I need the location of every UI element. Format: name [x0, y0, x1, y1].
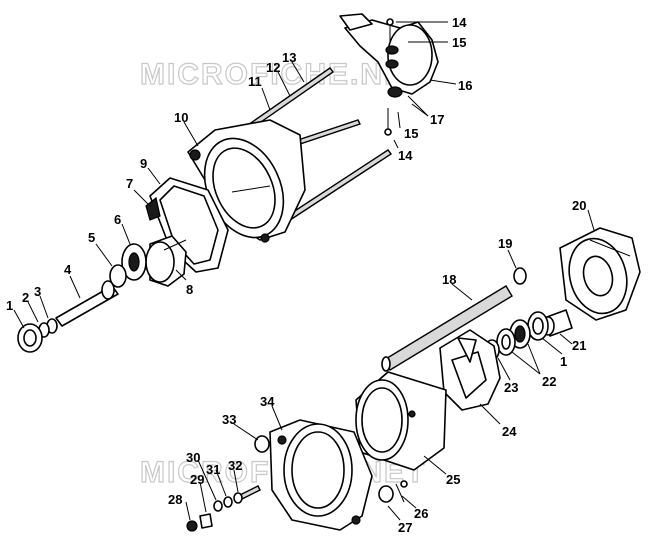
callout-1-right: 1: [560, 354, 567, 369]
part-16-nozzle-housing: [339, 13, 439, 98]
callout-5: 5: [88, 230, 95, 245]
callout-22: 22: [542, 374, 556, 389]
callout-2: 2: [22, 290, 29, 305]
callout-23: 23: [504, 380, 518, 395]
callout-19: 19: [498, 236, 512, 251]
part-20-stator: [559, 227, 641, 321]
callout-10: 10: [174, 110, 188, 125]
callout-27: 27: [398, 520, 412, 535]
callout-24: 24: [502, 424, 517, 439]
part-33-oring: [254, 435, 270, 453]
callout-13: 13: [282, 50, 296, 65]
callout-7: 7: [126, 176, 133, 191]
callout-11: 11: [248, 74, 262, 89]
callout-16: 16: [458, 78, 472, 93]
part-14-bolt-top: [386, 18, 394, 44]
callout-32: 32: [228, 458, 242, 473]
callout-33: 33: [222, 412, 236, 427]
part-4-shaft: [55, 280, 119, 327]
callout-6: 6: [114, 212, 121, 227]
callout-28: 28: [168, 492, 182, 507]
part-26-bolt: [395, 480, 408, 503]
part-1-seal-left: [17, 323, 43, 353]
callout-14-bottom: 14: [398, 148, 413, 163]
callout-8: 8: [186, 282, 193, 297]
callout-29: 29: [190, 472, 204, 487]
callout-30: 30: [186, 450, 200, 465]
callout-3: 3: [34, 284, 41, 299]
part-25-wear-ring: [355, 371, 447, 471]
part-27-bushing: [378, 485, 394, 503]
callout-18: 18: [442, 272, 456, 287]
callout-14-top: 14: [452, 15, 467, 30]
callout-1-left: 1: [6, 298, 13, 313]
callout-31: 31: [206, 462, 220, 477]
callout-labels: 1 2 3 4 5 6 7 8 9 10 11 12 13 14 15 16 1…: [6, 15, 586, 535]
callout-21: 21: [572, 338, 586, 353]
part-14-bolt-bottom: [384, 108, 392, 136]
part-22-bearings: [496, 319, 531, 356]
part-6-ring: [121, 243, 147, 281]
part-1-bearing-right: [527, 311, 549, 341]
callout-20: 20: [572, 198, 586, 213]
callout-4: 4: [64, 262, 72, 277]
part-19-ring: [513, 267, 527, 285]
leader-lines: [13, 21, 595, 521]
callout-34: 34: [260, 394, 275, 409]
part-8-impeller: [145, 235, 187, 287]
part-30-washer: [213, 500, 223, 512]
callout-25: 25: [446, 472, 460, 487]
part-24-impeller: [439, 329, 501, 411]
part-34-pump-base: [269, 419, 373, 531]
part-10-pump-housing: [187, 119, 306, 243]
part-32-bolt: [233, 485, 261, 504]
callout-12: 12: [266, 60, 280, 75]
callout-15-bottom: 15: [404, 126, 418, 141]
part-28-nut: [186, 520, 198, 532]
watermark-top: MICROFICHE.NET: [140, 58, 426, 91]
part-7-clip: [145, 196, 161, 221]
callout-9: 9: [140, 156, 147, 171]
callout-26: 26: [414, 506, 428, 521]
part-5-oring: [109, 264, 127, 288]
part-29-plate: [199, 513, 213, 529]
part-18-shaft: [381, 285, 513, 372]
callout-15-top: 15: [452, 35, 466, 50]
callout-17: 17: [430, 112, 444, 127]
part-31-washer: [223, 496, 233, 508]
